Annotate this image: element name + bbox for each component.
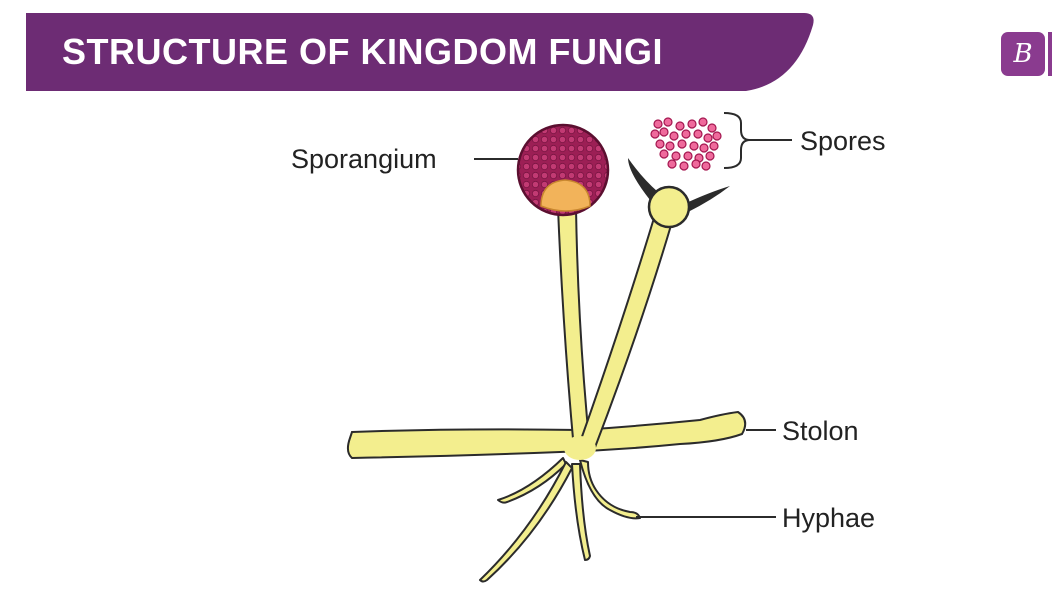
spore (693, 129, 703, 139)
title-banner: STRUCTURE OF KINGDOM FUNGI (26, 13, 816, 91)
spore (687, 119, 697, 129)
stolon (346, 410, 747, 460)
spore (675, 121, 685, 131)
spore (698, 117, 708, 127)
spore (671, 151, 681, 161)
logo-edge (1048, 32, 1052, 76)
spore (681, 129, 691, 139)
spore (691, 159, 701, 169)
spore (665, 141, 675, 151)
byjus-logo-icon: B (1013, 39, 1033, 69)
sporangium (516, 123, 610, 217)
spore (659, 149, 669, 159)
brand-logo: B (1001, 32, 1045, 76)
spores-label: Spores (800, 126, 886, 156)
hyphae (479, 457, 641, 583)
spore (709, 141, 719, 151)
spores-bracket (723, 112, 751, 169)
columella (540, 179, 591, 212)
spore (683, 151, 693, 161)
spore (659, 127, 669, 137)
sporangiophore (556, 207, 592, 451)
spore (650, 129, 660, 139)
stolon-label: Stolon (782, 416, 859, 446)
spore (667, 159, 677, 169)
spore (707, 123, 717, 133)
banner-shape (26, 13, 814, 91)
ruptured-sporangiophore (576, 216, 674, 452)
page-title: STRUCTURE OF KINGDOM FUNGI (62, 31, 663, 72)
spore (679, 161, 689, 171)
spore (663, 117, 673, 127)
empty-sporangium (628, 158, 730, 229)
spore (655, 139, 665, 149)
hyphae-label: Hyphae (782, 503, 875, 533)
spore (653, 119, 663, 129)
spore (712, 131, 722, 141)
sporangium-label: Sporangium (291, 144, 437, 174)
spore (699, 143, 709, 153)
spore (689, 141, 699, 151)
spore (669, 131, 679, 141)
spore (705, 151, 715, 161)
spore (677, 139, 687, 149)
spore (701, 161, 711, 171)
spore-cluster (650, 117, 722, 171)
spore (703, 133, 713, 143)
